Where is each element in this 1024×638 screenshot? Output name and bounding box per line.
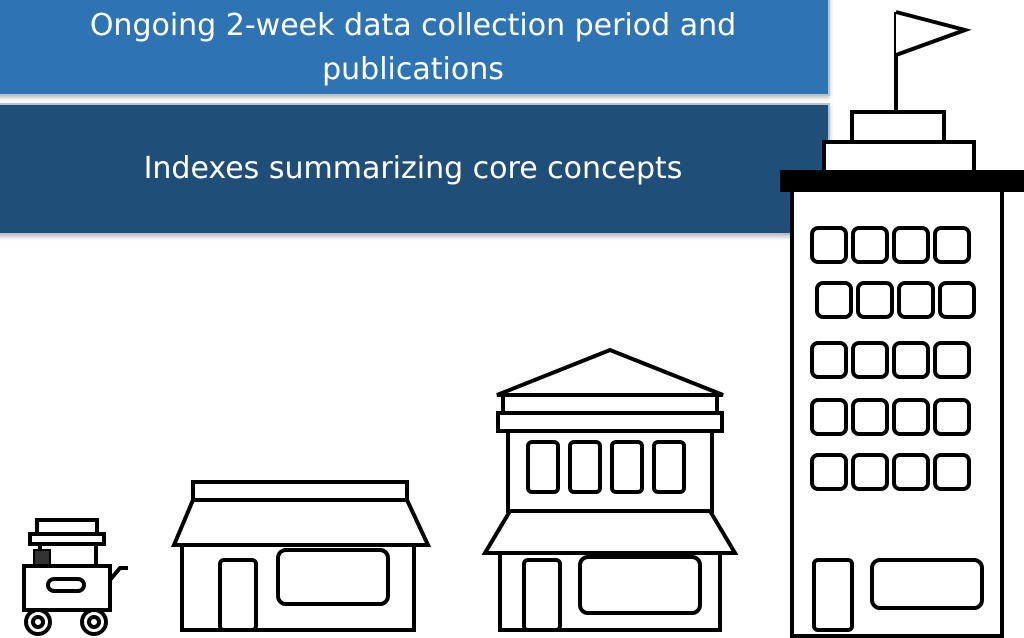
banner-indexes-text: Indexes summarizing core concepts xyxy=(143,151,683,186)
skyscraper-icon xyxy=(780,10,1024,638)
banner-data-collection-text: Ongoing 2-week data collection period an… xyxy=(89,8,737,87)
banner-indexes: Indexes summarizing core concepts xyxy=(0,103,830,235)
small-shop-icon xyxy=(170,480,432,632)
banner-data-collection: Ongoing 2-week data collection period an… xyxy=(0,0,830,96)
two-story-store-icon xyxy=(481,347,739,632)
food-cart-icon xyxy=(22,518,128,636)
